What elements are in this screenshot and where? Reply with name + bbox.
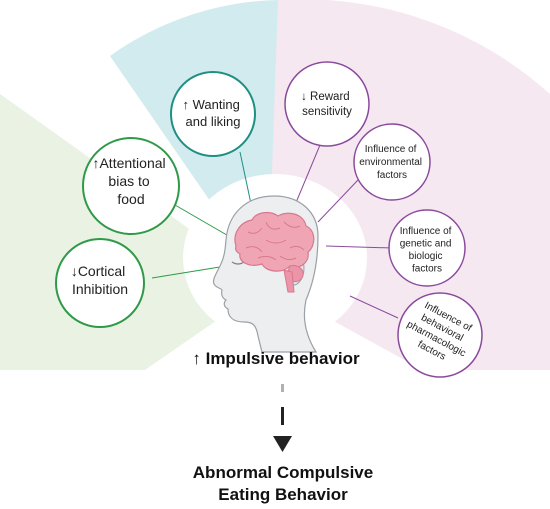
human-head-brain-icon <box>212 195 319 353</box>
dash-segment <box>281 384 284 392</box>
down-arrow-icon <box>273 436 292 452</box>
factor-circle <box>397 292 483 378</box>
factor-behavioral-pharmacologic: Influence of behavioral pharmacologic fa… <box>397 292 483 378</box>
factor-circle <box>388 209 466 287</box>
bottom-white <box>0 370 550 509</box>
factor-attentional-bias: ↑Attentional bias to food <box>82 137 180 235</box>
factor-label: Influence of genetic and biologic factor… <box>400 226 455 275</box>
brain <box>234 211 315 272</box>
factor-reward-sensitivity: ↓ Reward sensitivity <box>284 61 370 147</box>
factor-label: Influence of environmental factors <box>359 144 425 181</box>
factor-label: ↓Cortical Inhibition <box>71 263 129 297</box>
factor-label: ↓ Reward sensitivity <box>301 91 353 118</box>
factor-wanting-liking: ↑ Wanting and liking <box>170 71 256 157</box>
factor-label: ↑ Wanting and liking <box>183 97 244 129</box>
brain-folds <box>245 221 305 261</box>
dash-segment <box>281 407 284 425</box>
connector-genetic <box>325 245 393 249</box>
connector-attention <box>174 204 233 239</box>
factor-cortical-inhibition: ↓Cortical Inhibition <box>55 238 145 328</box>
factor-label: ↑Attentional bias to food <box>92 155 169 207</box>
factor-environmental: Influence of environmental factors <box>353 123 431 201</box>
factor-circle <box>170 71 256 157</box>
factor-circle <box>82 137 180 235</box>
factor-circles: ↓Cortical Inhibition ↑Attentional bias t… <box>55 61 483 378</box>
factor-circle <box>353 123 431 201</box>
connector-behavioral <box>349 295 399 319</box>
connector-cortical <box>151 264 233 279</box>
factor-genetic-biologic: Influence of genetic and biologic factor… <box>388 209 466 287</box>
outcome-line-2: Eating Behavior <box>218 485 348 504</box>
impulsive-behavior-title: ↑ Impulsive behavior <box>192 349 360 368</box>
factor-circle <box>284 61 370 147</box>
brainstem <box>283 269 295 293</box>
factor-circle <box>55 238 145 328</box>
outcome-line-1: Abnormal Compulsive <box>193 463 373 482</box>
connector-environmental <box>317 179 359 223</box>
